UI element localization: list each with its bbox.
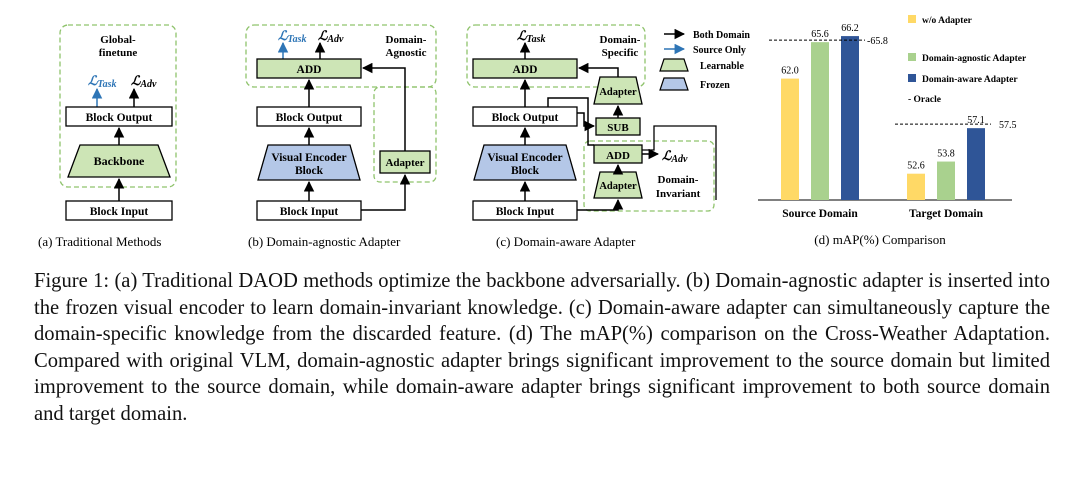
adapter-bottom-label: Adapter [599,181,637,192]
arrow-output-to-sub [577,112,596,132]
bar-value-label-1-1: 53.8 [937,149,955,160]
loss-adv: ℒAdv [662,148,688,165]
add-top-label: ADD [513,64,538,76]
add-mid-label: ADD [606,150,630,162]
category-label-source-domain: Source Domain [782,208,858,220]
block-input [65,200,173,221]
oracle-value-label-1: 57.5 [999,120,1017,131]
legend-swatch-wo-adapter [908,15,916,23]
block-output-label: Block Output [492,112,559,124]
sub-label: SUB [607,122,629,134]
add-label: ADD [297,64,322,76]
panel-c-domain-aware-adapter: Domain- Specific ℒTask ADD Adapter SUB B… [466,24,717,249]
block-output [256,106,362,127]
add-top-node [472,58,578,79]
visual-encoder-frozen [473,144,577,181]
legend-swatch-domain-agnostic [908,53,916,61]
figure-caption: Figure 1: (a) Traditional DAOD methods o… [34,270,1050,425]
legend-domain-agnostic: Domain-agnostic Adapter [922,54,1027,64]
bar-value-label-0-0: 62.0 [781,66,799,77]
legend-frozen: Frozen [700,80,730,91]
bar-0-1 [907,173,925,200]
domain-invariant-dashed-box [583,140,715,212]
backbone-trapezoid [67,144,171,178]
legend-swatch-domain-aware [908,74,916,82]
backbone-label: Backbone [94,154,145,168]
mAP-bar-chart: Source Domain Target Domain (d) mAP(%) C… [758,15,1027,247]
arrow-adapter-to-add-top [577,62,619,77]
legend-learnable-swatch [659,58,689,72]
arrow-input-to-adapter [361,173,411,211]
loss-task: ℒTask [517,28,545,45]
loss-adv: ℒAdv [318,28,344,45]
subcaption-b: (b) Domain-agnostic Adapter [248,234,401,249]
bar-2-0 [841,36,859,200]
add-node [256,58,362,79]
block-output-label: Block Output [276,112,343,124]
block-input-label: Block Input [280,206,339,218]
bar-value-label-2-0: 66.2 [841,23,859,34]
domain-agnostic-label-1: Domain- [386,34,427,46]
adapter-top-label: Adapter [599,87,637,98]
legend-both-domain: Both Domain [693,30,750,41]
adapter-label: Adapter [385,157,424,169]
domain-specific-label-1: Domain- [600,34,641,46]
adapter-bottom-learnable [593,171,643,199]
domain-specific-label-2: Specific [602,47,639,59]
bar-2-1 [967,128,985,200]
legend-learnable: Learnable [700,61,744,72]
loss-task: ℒTask [278,28,306,45]
bar-value-label-1-0: 65.6 [811,29,829,40]
figure-1: Global- finetune ℒTask ℒAdv Block Output… [38,15,1027,249]
domain-invariant-label-1: Domain- [658,174,699,186]
diagram-legend: Both Domain Source Only Learnable Frozen [659,28,750,91]
visual-encoder-label-1: Visual Encoder [487,152,562,164]
visual-encoder-label-1: Visual Encoder [271,152,346,164]
bar-0-0 [781,78,799,200]
block-output [472,106,578,127]
bar-value-label-2-1: 57.1 [967,115,985,126]
legend-source-only: Source Only [693,45,746,56]
bar-value-label-0-1: 52.6 [907,161,925,172]
legend-domain-aware: Domain-aware Adapter [922,75,1018,85]
visual-encoder-frozen [257,144,361,181]
bar-1-1 [937,161,955,200]
chart-legend: w/o Adapter Domain-agnostic Adapter Doma… [908,15,1027,105]
domain-agnostic-label-2: Agnostic [386,47,427,59]
legend-frozen-swatch [659,77,689,91]
global-finetune-label-1: Global- [100,34,136,46]
block-output-label: Block Output [86,112,153,124]
feedback-line [642,125,717,200]
subcaption-d: (d) mAP(%) Comparison [814,232,946,247]
global-finetune-label-2: finetune [99,47,138,59]
block-output [65,106,173,127]
adapter-top-learnable [593,76,643,105]
domain-invariant-label-2: Invariant [656,188,701,200]
loss-task: ℒTask [88,73,116,90]
arrow-adapter-to-add [361,62,406,151]
loss-adv: ℒAdv [131,73,157,90]
legend-oracle: - Oracle [908,95,941,105]
legend-wo-adapter: w/o Adapter [922,16,973,26]
subcaption-c: (c) Domain-aware Adapter [496,234,636,249]
arrow-input-to-adapter [577,198,624,211]
panel-a-traditional-methods: Global- finetune ℒTask ℒAdv Block Output… [38,24,177,249]
bar-1-0 [811,42,829,201]
oracle-value-label-0: -65.8 [867,36,888,47]
domain-specific-dashed-box [466,24,646,88]
category-label-target-domain: Target Domain [909,208,984,220]
panel-b-domain-agnostic-adapter: Domain- Agnostic ℒTask ℒAdv ADD Block Ou… [245,24,437,249]
subcaption-a: (a) Traditional Methods [38,234,162,249]
visual-encoder-label-2: Block [511,165,540,177]
visual-encoder-label-2: Block [295,165,324,177]
domain-agnostic-dashed-box-top [245,24,437,88]
block-input-label: Block Input [496,206,555,218]
block-input-label: Block Input [90,206,149,218]
skip-line [547,97,594,146]
